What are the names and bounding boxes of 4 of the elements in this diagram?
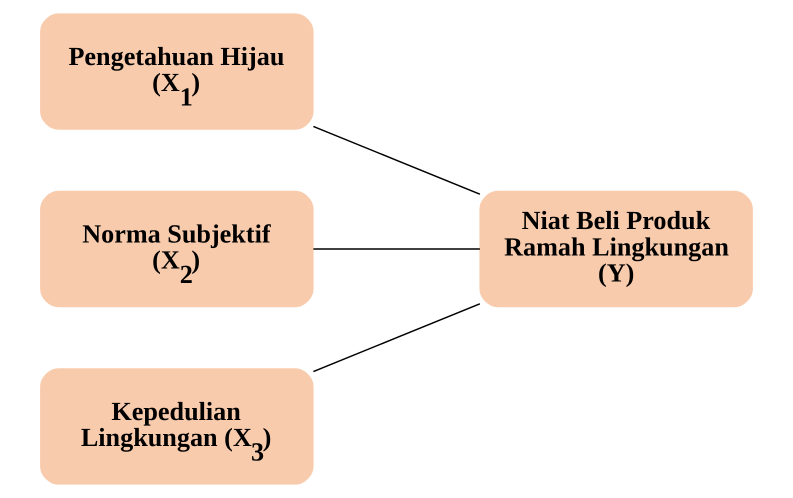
node-box: Niat Beli Produk Ramah Lingkungan (Y) [479, 190, 753, 308]
connector [313, 248, 480, 250]
connector [313, 126, 480, 195]
connector [313, 303, 480, 372]
